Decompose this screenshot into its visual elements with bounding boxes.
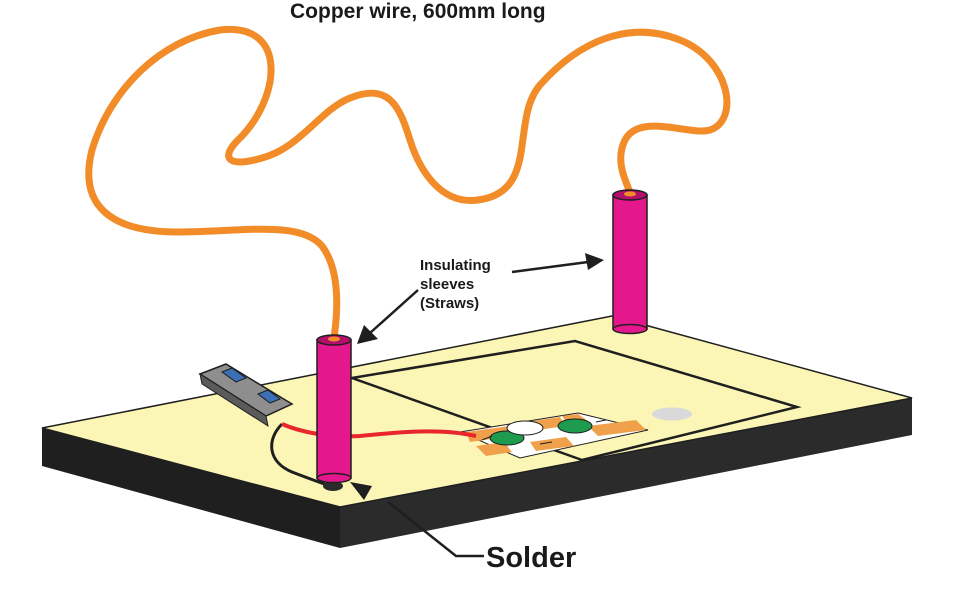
- board-top: [41, 315, 913, 508]
- sleeves-label-line1: Insulating: [420, 257, 491, 274]
- right-insulating-sleeve: [612, 189, 648, 335]
- solder-pad: [652, 407, 692, 421]
- sleeve-arrow-left: [357, 289, 419, 344]
- left-insulating-sleeve: [316, 334, 352, 484]
- sleeve-arrow-right: [511, 253, 604, 274]
- solder-arrow: [350, 482, 484, 558]
- solder-blob: [323, 481, 343, 491]
- board-side-front: [42, 428, 340, 548]
- black-wire: [270, 422, 333, 489]
- battery-holder: [198, 363, 294, 428]
- board-side-right: [340, 398, 912, 548]
- insulating-sleeves-label: Insulating sleeves (Straws): [420, 256, 540, 313]
- solder-label: Solder: [486, 542, 577, 574]
- circuit-module: [458, 412, 649, 459]
- wooden-base-board: [41, 315, 913, 548]
- red-wire: [281, 422, 477, 439]
- sleeves-label-line3: (Straws): [420, 295, 480, 312]
- copper-wire: [85, 26, 731, 342]
- sleeves-label-line2: sleeves: [420, 276, 475, 293]
- copper-wire-label: Copper wire, 600mm long: [290, 0, 546, 23]
